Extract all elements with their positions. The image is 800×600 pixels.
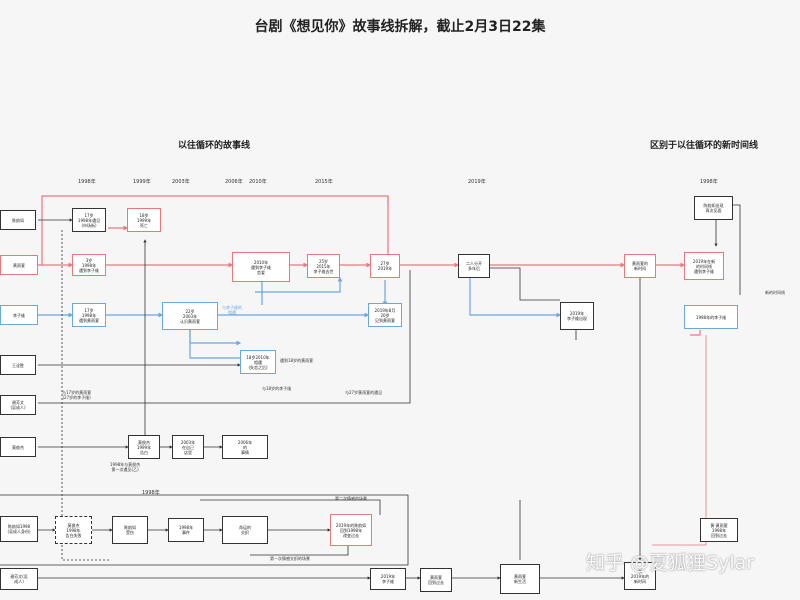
year-1998: 1998年 xyxy=(78,179,96,185)
event-1999-mo: 莫俊杰 1999年 告白 xyxy=(128,435,160,459)
event-2010-blue: 18岁2010年 相遇 (失恋之后) xyxy=(240,350,276,374)
page-title: 台剧《想见你》故事线拆解，截止2月3日22集 xyxy=(254,19,546,35)
bottom-box-c: 陈韵如 受伤 xyxy=(112,516,148,544)
note-6: 与27岁黄雨萱的遇见 xyxy=(345,390,383,395)
event-2015-red: 25岁 2015年 李子维去世 xyxy=(307,254,340,278)
event-2006-mo: 2006年 的 事情 xyxy=(222,435,268,459)
event-1998-blue: 17岁 1998年 遇到黄雨萱 xyxy=(72,303,106,327)
bottom-box-j: 黄雨萱 新生活 xyxy=(500,564,540,594)
bottom-box-f: 2019年的陈韵如 回到1998年 改变过去 xyxy=(330,514,372,546)
year-1998-right: 1998年 xyxy=(700,179,718,185)
right-red-box-1: 黄雨萱的 新时间 xyxy=(624,254,656,278)
year-2019: 2019年 xyxy=(468,179,486,185)
note-2: 1998年与莫俊杰 第一次遇见(乙) xyxy=(110,462,141,472)
right-top-box: 陈韵如出现 再次见面 xyxy=(694,196,733,220)
note-4: 遇到18岁的黄雨萱 xyxy=(280,358,314,363)
year-2003: 2003年 xyxy=(172,179,190,185)
bottom-box-h: 2019年 李子维 xyxy=(370,568,406,590)
event-1999-red: 18岁 1999年 死亡 xyxy=(127,208,161,232)
event-1998-red: 3岁 1998年 遇到李子维 xyxy=(72,254,106,276)
right-red-box-2: 2019年在新 的时间线 遇到李子维 xyxy=(684,252,724,280)
event-2010-red: 2010年 遇到李子维 恋爱 xyxy=(232,252,290,282)
year-1999: 1999年 xyxy=(133,179,151,185)
character-li-ziwei: 李子维 xyxy=(0,305,38,325)
event-1998-top: 17岁 1998年遇见 (市场街) xyxy=(72,208,106,232)
character-wang-quansheng: 王诠胜 xyxy=(0,355,36,375)
note-8: 第二次情感的场景 xyxy=(335,496,367,501)
event-2003-mo: 2003年 在自己 店里 xyxy=(172,435,204,459)
year-2015: 2015年 xyxy=(315,179,333,185)
bottom-box-i: 黄雨萱 回到过去 xyxy=(420,568,452,592)
bottom-box-b: 莫俊杰 1998年 告白失败 xyxy=(55,516,92,544)
bottom-box-k: 我 2019年的 新时间 xyxy=(624,562,656,590)
year-1998-bottom: 1998年 xyxy=(142,490,160,496)
event-2019-red: 27岁 2019年 xyxy=(370,254,400,278)
event-2003-blue: 22岁 2003年 认识黄雨萱 xyxy=(162,302,218,330)
year-2006: 2006年 xyxy=(225,179,243,185)
event-2019-right: 2019年 李子维出现 xyxy=(560,302,594,330)
bottom-box-a: 陈韵如1998 (吴成人身份) xyxy=(0,516,38,542)
character-chen-yunru: 陈韵如 xyxy=(0,210,36,230)
note-3: 与李子维的 相遇 xyxy=(222,305,242,315)
year-2010: 2010年 xyxy=(249,179,267,185)
note-12: 新的时间线 xyxy=(765,290,785,295)
section-title-right: 区别于以往循环的新时间线 xyxy=(650,141,759,151)
event-2019-blue: 2019年8月 20岁 见到黄雨萱 xyxy=(368,303,402,327)
note-5: 与18岁的李子维 xyxy=(262,386,292,391)
right-blue-box: 1998年的李子维 xyxy=(684,305,738,329)
bottom-box-d: 1998年 事件 xyxy=(168,518,204,542)
note-1: 与17岁的黄雨萱 (27岁的李子维) xyxy=(62,390,92,400)
character-mo-junjie: 莫俊杰 xyxy=(0,437,36,457)
bottom-box-small: 黄·黄雨萱 1998年 回到过去 xyxy=(700,518,738,542)
section-title-left: 以往循环的故事线 xyxy=(178,141,251,151)
character-huang-yuxuan: 黄雨萱 xyxy=(0,255,38,275)
watermark: 知乎 @夏狐狸Sylar xyxy=(586,552,755,574)
character-xie-fangwen: 谢芳文 (吴成人) xyxy=(0,395,36,415)
note-7: 第一次情感交织的场景 xyxy=(270,556,310,561)
bottom-box-g: 谢芳文(吴 成人) xyxy=(0,568,38,590)
bottom-box-e: 命运的 交织 xyxy=(222,516,268,544)
event-2019-mid: 二人分开 多年后 xyxy=(458,254,490,278)
